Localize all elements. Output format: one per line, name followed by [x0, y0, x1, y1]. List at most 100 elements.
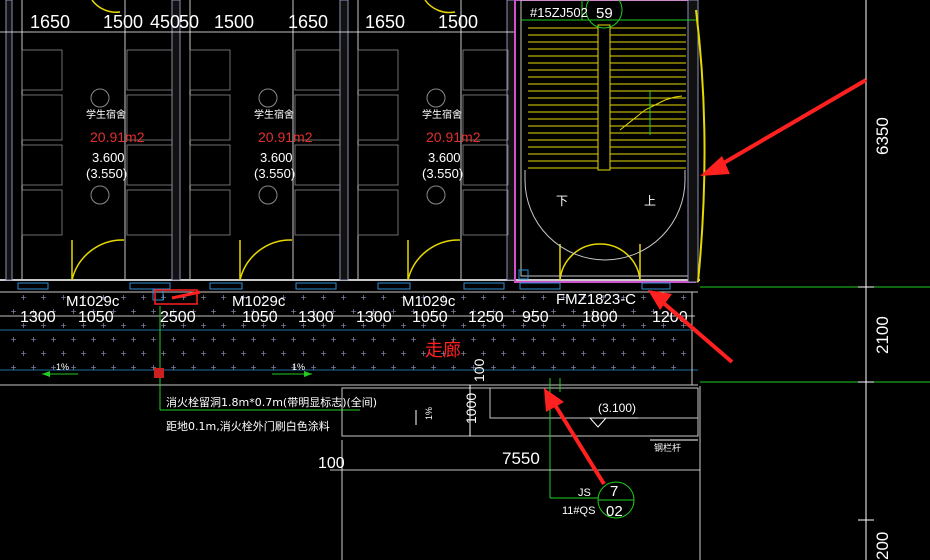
svg-text:+: + [160, 349, 167, 358]
svg-text:+: + [280, 321, 287, 330]
svg-text:+: + [280, 293, 287, 302]
room-name: 学生宿舍 [422, 108, 462, 121]
room-area: 20.91m2 [426, 129, 481, 145]
svg-text:+: + [50, 307, 57, 316]
room-elevation-2: (3.550) [254, 166, 295, 181]
svg-text:+: + [430, 307, 437, 316]
door-label: M1029c [66, 293, 120, 310]
slope-label: 1% [56, 362, 69, 372]
svg-text:+: + [10, 335, 17, 344]
svg-text:+: + [640, 321, 647, 330]
door-label: M1029c [232, 293, 286, 310]
bottom-dim: 1800 [582, 309, 618, 326]
svg-text:+: + [150, 335, 157, 344]
svg-text:+: + [110, 335, 117, 344]
svg-text:+: + [170, 335, 177, 344]
svg-text:+: + [470, 335, 477, 344]
svg-text:+: + [200, 321, 207, 330]
svg-text:+: + [80, 349, 87, 358]
svg-text:+: + [10, 307, 17, 316]
svg-text:+: + [550, 307, 557, 316]
detail-sheet: 02 [606, 503, 623, 520]
svg-text:+: + [360, 349, 367, 358]
svg-text:+: + [390, 307, 397, 316]
door-swings [71, 0, 641, 281]
svg-text:+: + [480, 321, 487, 330]
detail-ref: 11#QS [562, 505, 595, 517]
arrowhead-icon [648, 290, 672, 310]
svg-text:+: + [250, 335, 257, 344]
slope-label: 1% [424, 407, 434, 420]
svg-text:+: + [220, 293, 227, 302]
lower-outline: 1000 100 (3.100) 钢栏杆 [341, 358, 699, 499]
svg-text:+: + [220, 349, 227, 358]
corridor-width: 100 [471, 358, 487, 382]
bottom-dimensions: 1300 1050 2500 1050 1300 1300 1050 1250 … [0, 309, 695, 326]
svg-text:+: + [510, 307, 517, 316]
svg-text:+: + [450, 363, 457, 372]
stairwell: 下 上 #15ZJ502 59 [514, 0, 706, 283]
svg-text:+: + [590, 307, 597, 316]
svg-text:+: + [340, 349, 347, 358]
svg-text:+: + [110, 307, 117, 316]
svg-text:+: + [580, 321, 587, 330]
detail-num: 7 [610, 483, 618, 500]
right-dim: 200 [873, 532, 892, 560]
svg-text:+: + [570, 363, 577, 372]
svg-text:+: + [550, 335, 557, 344]
bottom-dim: 1200 [652, 309, 688, 326]
svg-text:+: + [540, 321, 547, 330]
svg-text:+: + [90, 307, 97, 316]
svg-text:+: + [450, 335, 457, 344]
slope-label: 1% [292, 362, 305, 372]
svg-text:+: + [320, 349, 327, 358]
note-line-2: 距地0.1m,消火栓外门刷白色涂料 [166, 419, 330, 433]
svg-text:+: + [290, 307, 297, 316]
svg-text:+: + [530, 335, 537, 344]
svg-text:+: + [440, 321, 447, 330]
svg-text:+: + [290, 335, 297, 344]
svg-text:+: + [320, 293, 327, 302]
svg-text:+: + [140, 349, 147, 358]
svg-text:+: + [490, 307, 497, 316]
svg-text:+: + [400, 321, 407, 330]
stair-down-label: 下 [556, 194, 568, 208]
svg-text:+: + [650, 307, 657, 316]
annotation-arrows [171, 78, 868, 486]
door-markers [17, 269, 671, 301]
bottom-dim: 1300 [298, 309, 334, 326]
svg-text:+: + [140, 321, 147, 330]
svg-text:+: + [20, 321, 27, 330]
svg-text:+: + [300, 293, 307, 302]
room-elevation-2: (3.550) [422, 166, 463, 181]
stair-ref: #15ZJ502 [530, 5, 588, 20]
right-dim: 6350 [873, 117, 892, 155]
svg-text:+: + [390, 363, 397, 372]
svg-text:+: + [260, 349, 267, 358]
svg-text:+: + [500, 321, 507, 330]
svg-text:+: + [230, 335, 237, 344]
svg-text:+: + [420, 293, 427, 302]
svg-text:+: + [200, 349, 207, 358]
svg-text:+: + [460, 321, 467, 330]
svg-text:+: + [420, 349, 427, 358]
svg-text:+: + [50, 335, 57, 344]
top-dim: 1500 [214, 12, 254, 32]
svg-text:+: + [170, 363, 177, 372]
svg-text:+: + [580, 293, 587, 302]
svg-text:+: + [680, 349, 687, 358]
stair-up-label: 上 [644, 194, 656, 208]
svg-text:+: + [270, 307, 277, 316]
svg-text:+: + [520, 349, 527, 358]
svg-text:+: + [620, 321, 627, 330]
svg-text:+: + [670, 363, 677, 372]
door-label: FMZ1823-C [556, 291, 636, 308]
bottom-dim: 1050 [412, 309, 448, 326]
top-dim: 1650 [288, 12, 328, 32]
svg-text:+: + [250, 363, 257, 372]
svg-text:+: + [310, 363, 317, 372]
svg-text:+: + [510, 363, 517, 372]
svg-text:+: + [370, 307, 377, 316]
svg-text:+: + [140, 293, 147, 302]
